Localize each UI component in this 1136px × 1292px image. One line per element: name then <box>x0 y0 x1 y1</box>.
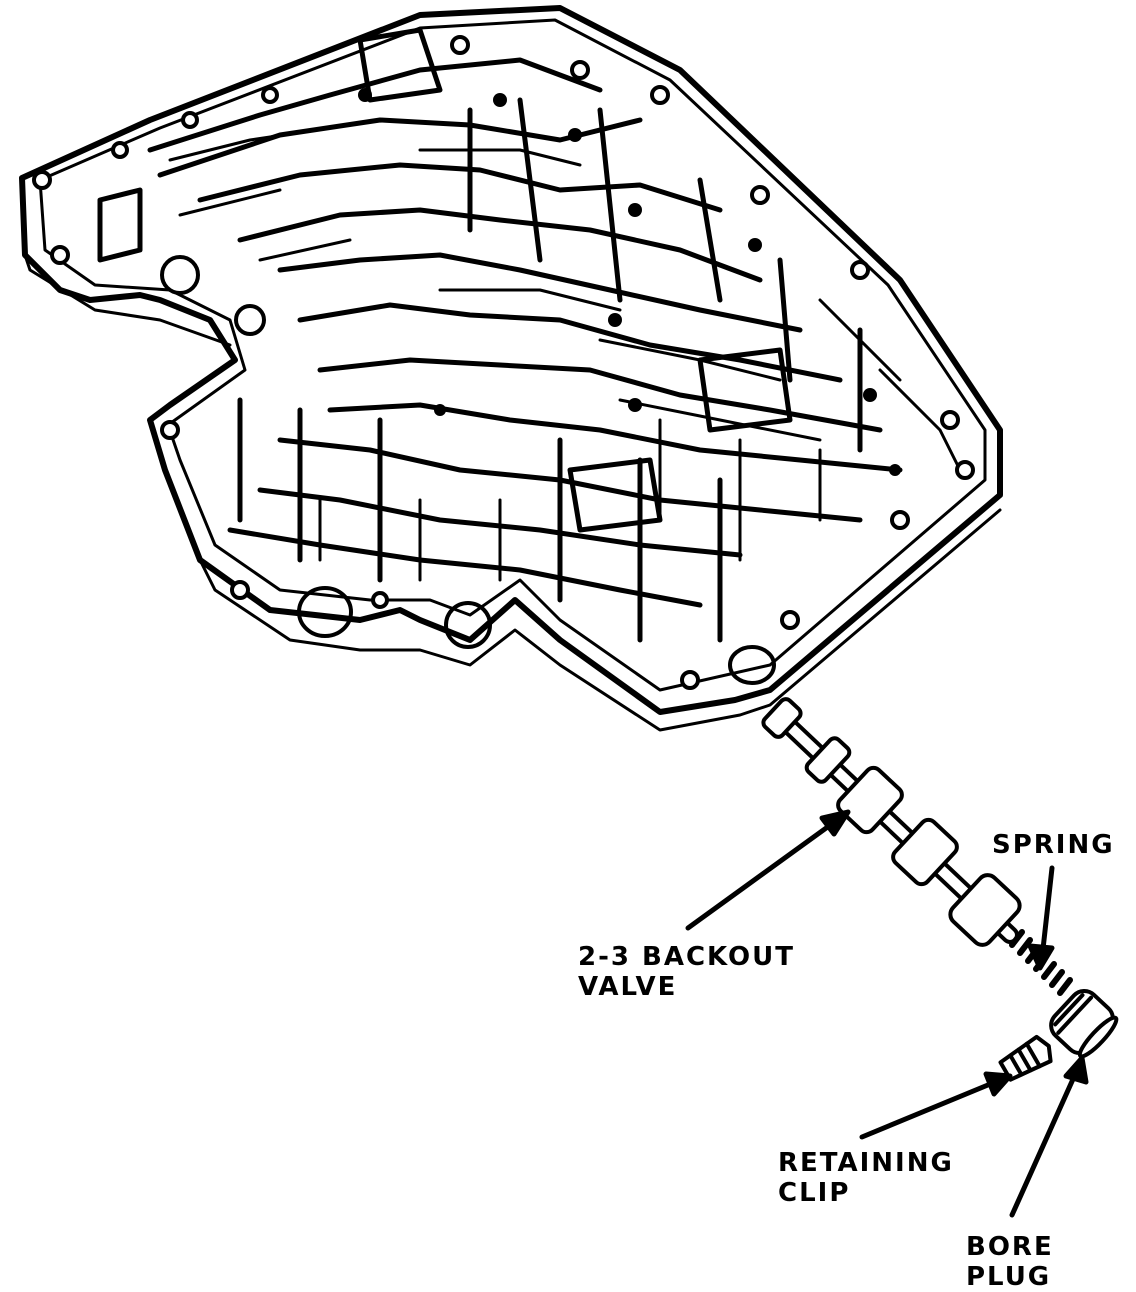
backout-valve-label-line2: VALVE <box>578 972 678 1002</box>
valve-body-side-wall <box>198 508 1002 732</box>
retaining-clip-callout: RETAINING CLIP <box>778 1148 954 1208</box>
fluid-channels <box>97 27 903 643</box>
spring-label: SPRING <box>992 830 1115 860</box>
retaining-clip-label-line1: RETAINING <box>778 1148 954 1178</box>
backout-valve-callout: 2-3 BACKOUT VALVE <box>578 942 795 1002</box>
bore-plug-callout: BORE PLUG <box>966 1232 1054 1292</box>
bore-boss <box>297 586 353 638</box>
bore-plug-label-line2: PLUG <box>966 1262 1052 1292</box>
valve-body-casting <box>19 5 1003 732</box>
leader-lines <box>685 809 1089 1218</box>
backout-valve-spool <box>761 697 1022 947</box>
valve-body-outline <box>19 5 1003 715</box>
bolt-holes <box>32 35 975 690</box>
check-ball-locations <box>358 88 901 476</box>
backout-valve-leader <box>685 815 843 931</box>
bore-plug <box>1049 988 1119 1059</box>
bore-plug-label-line1: BORE <box>966 1232 1054 1262</box>
backout-valve-label-line1: 2-3 BACKOUT <box>578 942 795 972</box>
bore-plug-leader <box>1009 1065 1081 1218</box>
valve-body-top-rim <box>38 18 987 692</box>
retaining-clip-label-line2: CLIP <box>778 1178 851 1208</box>
spring-callout: SPRING <box>992 830 1115 860</box>
retaining-clip-leader <box>859 1077 1003 1140</box>
spring-leader <box>1039 865 1055 961</box>
